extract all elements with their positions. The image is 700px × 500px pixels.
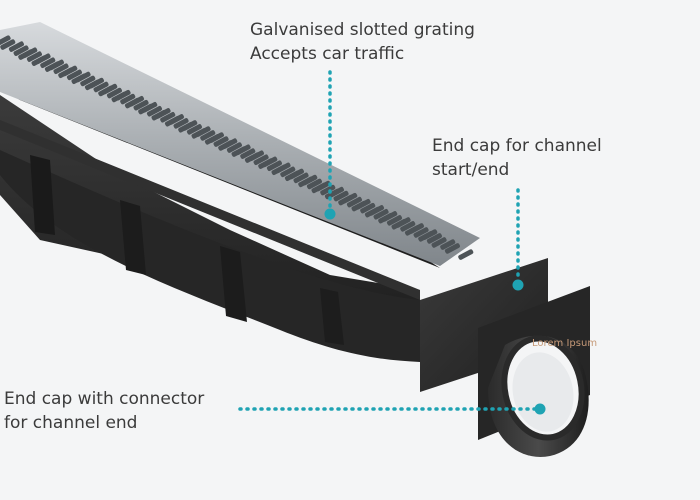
grating-slot [0,39,16,50]
grating-slot [22,47,38,59]
grating-callout-line1: Galvanised slotted grating [250,20,475,40]
grating-slot [186,124,202,135]
grating-slot [293,172,309,184]
grating-callout-dot [324,208,336,220]
grating-slot [13,45,29,56]
end-cap-callout-dot [512,279,524,291]
grating-slot [128,95,145,107]
grating-slot [35,53,51,65]
end-cap-callout-label: End cap for channel start/end [432,134,602,182]
grating-slot [368,205,385,216]
grating-slot [93,81,109,93]
grating-slot [208,132,224,143]
grating-slot [288,168,304,180]
grating-slot [400,221,416,232]
grating-slot [62,65,78,77]
connector-callout-line2: for channel end [4,413,138,433]
grating-slot [173,118,189,129]
grating-slot [382,211,398,222]
grating-slot [333,190,349,202]
grating-slot [168,114,184,125]
grating-slot [222,138,238,149]
grating-slot [422,229,438,240]
grating-slot [408,223,424,234]
grating-slot [75,71,91,83]
grating-slot [395,217,411,228]
grating-slot [26,51,42,62]
grating-slot [346,196,363,208]
grating-slot [275,162,291,174]
grating-slot [40,57,56,69]
grating-slot [115,89,131,101]
grating-slot [253,154,269,166]
grating-slot [200,130,216,141]
grating-slot [146,105,163,117]
grating-slot [426,233,442,244]
grating-slot [373,209,389,220]
grating-slot [386,215,403,226]
grating-slot [120,93,136,105]
grating-slot [355,199,371,210]
grating-slot [266,160,282,172]
grating-slot [306,178,322,190]
grating-slot [48,59,64,71]
grating-slot [235,144,251,156]
grating-slot [444,243,460,254]
grating-slot [240,148,256,159]
grating-slot [440,239,456,250]
connector-callout-label: End cap with connector for channel end [4,387,204,435]
grating-slot [431,237,447,248]
grating-slot [413,227,429,238]
end-cap-connector [478,286,590,457]
grating-slot [458,249,474,260]
grating-slot [102,83,118,95]
grating-slot [142,102,158,113]
grating-slot [160,112,176,123]
end-cap-callout-line2: start/end [432,160,510,180]
callout-leaders [238,70,546,415]
end-cap-callout-line1: End cap for channel [432,136,602,156]
grating-callout-line2: Accepts car traffic [250,44,405,64]
connector-callout-dot [534,403,546,415]
grating-slot [360,202,376,214]
grating-slot [248,150,264,162]
grating-callout-label: Galvanised slotted grating Accepts car t… [250,18,475,66]
grating-slot [195,126,211,137]
grating-slot [88,77,105,89]
grating-slot [8,41,24,52]
grating-slot [342,192,358,204]
connector-callout-line1: End cap with connector [4,389,205,409]
grating-slot [66,69,82,81]
grating-slot [302,174,318,186]
galvanised-grating [0,22,480,266]
grating-slot [155,108,171,119]
grating-slot [133,99,149,111]
grating-slot [315,180,331,192]
grating-slot [320,184,336,196]
grating-slot [262,156,278,168]
grating-slot [0,35,11,46]
grating-slot [53,63,69,75]
grating-slot [106,87,123,99]
grating-slot [328,186,345,198]
grating-slot [213,136,229,147]
watermark-text: Lorem Ipsum [532,338,598,349]
grating-slot [182,120,198,131]
grating-slot [226,142,242,153]
grating-slot [280,166,296,178]
grating-slots [0,35,474,260]
grating-slot [80,75,96,87]
